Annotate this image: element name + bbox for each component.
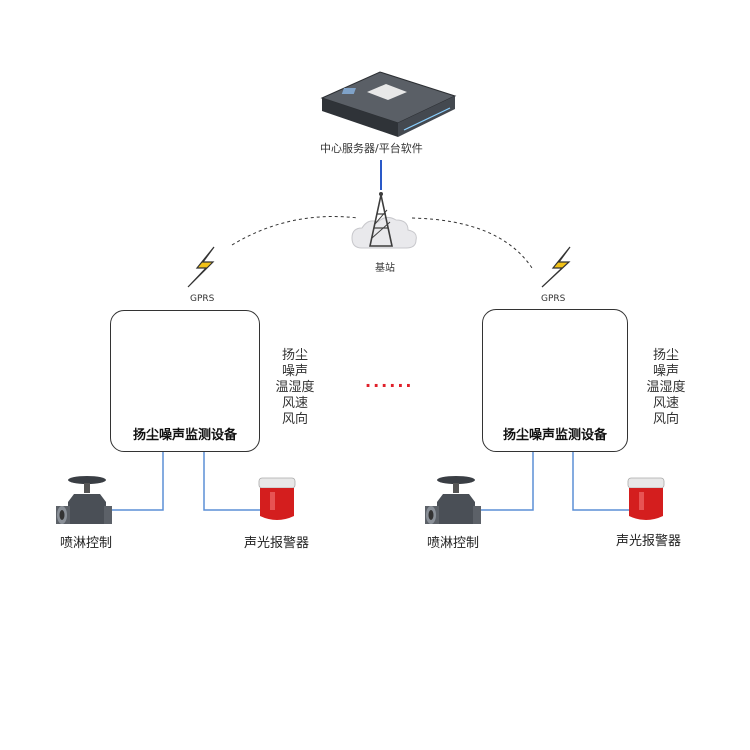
alarm-light-icon <box>627 477 665 520</box>
alarm-connector-right <box>572 452 630 511</box>
alarm-connector-left <box>203 452 260 511</box>
lightning-icon <box>541 246 571 288</box>
param-item: 扬尘 <box>281 348 308 363</box>
spray-connector-right <box>478 452 534 511</box>
param-item: 风向 <box>281 412 308 427</box>
server-label: 中心服务器/平台软件 <box>320 142 423 155</box>
param-list-right: 扬尘 噪声 温湿度 风速 风向 <box>637 348 695 428</box>
param-item: 噪声 <box>652 364 679 379</box>
valve-icon <box>425 476 481 524</box>
base-station-tower-icon <box>351 192 417 249</box>
alarm-light-icon <box>258 477 296 520</box>
param-item: 噪声 <box>281 364 308 379</box>
lightning-icon <box>187 246 215 288</box>
param-list-left: 扬尘 噪声 温湿度 风速 风向 <box>266 348 324 428</box>
param-item: 温湿度 <box>646 380 686 395</box>
param-item: 温湿度 <box>275 380 315 395</box>
ellipsis-dots: ······ <box>365 376 414 395</box>
gprs-label-right: GPRS <box>541 294 566 304</box>
gprs-label-left: GPRS <box>190 294 215 304</box>
spray-control-label-left: 喷淋控制 <box>60 536 113 551</box>
param-item: 扬尘 <box>652 348 679 363</box>
alarm-label-left: 声光报警器 <box>244 536 310 551</box>
server-icon <box>320 71 457 137</box>
base-station-label: 基站 <box>375 263 395 274</box>
device-name-left: 扬尘噪声监测设备 <box>132 428 237 443</box>
param-item: 风向 <box>652 412 679 427</box>
device-box-left: 扬尘噪声监测设备 <box>110 310 260 452</box>
device-name-right: 扬尘噪声监测设备 <box>502 428 607 443</box>
spray-control-label-right: 喷淋控制 <box>427 536 480 551</box>
spray-connector-left <box>112 452 164 511</box>
param-item: 风速 <box>652 396 679 411</box>
wireless-link-left <box>231 216 359 246</box>
wireless-link-right <box>411 217 533 269</box>
param-item: 风速 <box>281 396 308 411</box>
valve-icon <box>56 476 112 524</box>
alarm-label-right: 声光报警器 <box>616 534 682 549</box>
device-box-right: 扬尘噪声监测设备 <box>482 309 628 452</box>
